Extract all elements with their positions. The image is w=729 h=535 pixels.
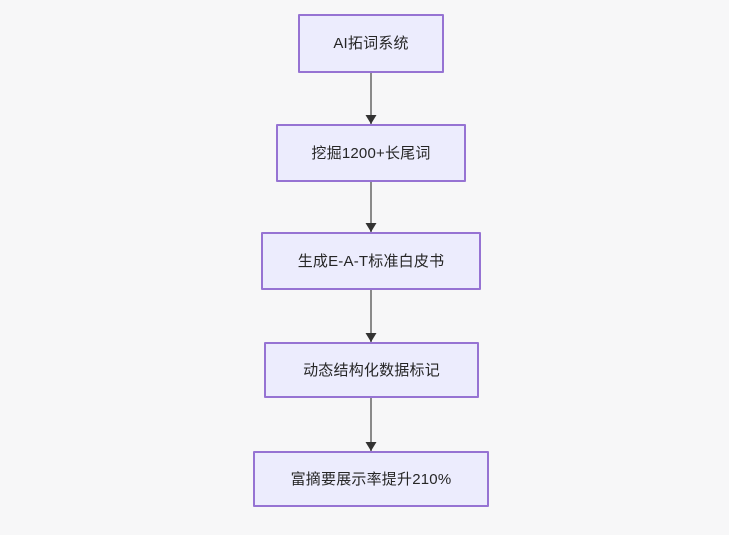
flow-node-dynamic-structured-data-markup[interactable]: 动态结构化数据标记 (264, 342, 479, 398)
flow-node-label: 挖掘1200+长尾词 (311, 144, 431, 162)
flow-node-label: AI拓词系统 (333, 35, 409, 52)
flow-connector-arrow (362, 398, 380, 451)
flow-node-label: 富摘要展示率提升210% (290, 470, 452, 488)
flow-node-rich-snippet-impression-lift[interactable]: 富摘要展示率提升210% (253, 451, 489, 507)
arrow-down-icon (365, 182, 377, 232)
flow-connector-arrow (362, 290, 380, 342)
arrow-down-icon (365, 73, 377, 124)
flow-node-mine-longtail-keywords[interactable]: 挖掘1200+长尾词 (276, 124, 466, 182)
arrow-down-icon (365, 290, 377, 342)
arrow-down-icon (365, 398, 377, 451)
flow-node-generate-eat-whitepaper[interactable]: 生成E-A-T标准白皮书 (261, 232, 481, 290)
flow-connector-arrow (362, 182, 380, 232)
flow-connector-arrow (362, 73, 380, 124)
flow-node-label: 生成E-A-T标准白皮书 (297, 252, 445, 270)
flow-node-label: 动态结构化数据标记 (303, 361, 440, 379)
flow-node-ai-keyword-system[interactable]: AI拓词系统 (298, 14, 444, 73)
